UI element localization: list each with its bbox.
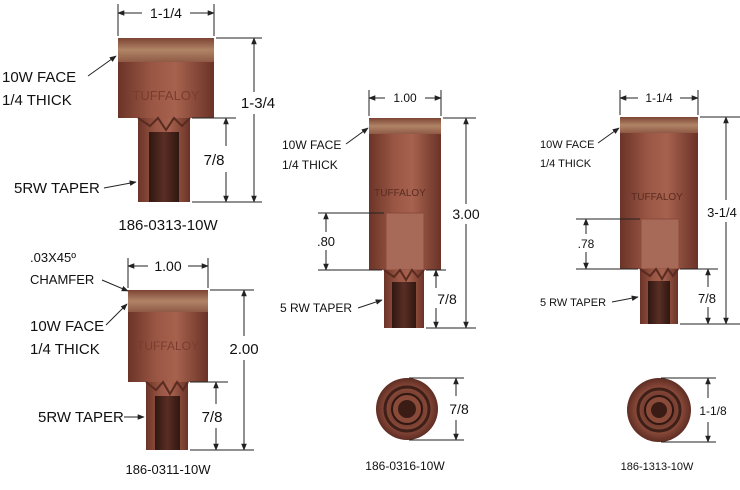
taper-dimension: 7/8 [437,291,457,307]
width-dimension: 1-1/4 [645,91,673,105]
end-view [376,378,438,440]
taper-dimension: 7/8 [204,152,225,169]
part-186-0316-10w: TUFFALOY 1.00 3.00 .80 7/8 10W FACE 1/4 … [280,90,480,473]
width-dimension: 1-1/4 [150,5,182,21]
electrode-body: TUFFALOY [118,38,214,202]
part-number: 186-0311-10W [125,462,211,477]
height-dimension: 3-1/4 [707,205,737,220]
taper-label: 5RW TAPER [14,180,100,197]
height-dimension: 1-3/4 [241,95,275,112]
part-186-1313-10w: TUFFALOY 1-1/4 3-1/4 .78 7/8 10W FACE 1/… [540,90,740,473]
face-label-line-2: 1/4 THICK [540,158,592,170]
insert-dimension: .80 [317,234,335,249]
face-label-line-1: 10W FACE [540,139,594,151]
diameter-dimension: 1-1/8 [699,404,727,418]
height-dimension: 2.00 [229,341,258,358]
part-number: 186-0316-10W [365,459,445,473]
part-186-0311-10w: TUFFALOY 1.00 2.00 7/8 .03X45º CHAMFER 1… [30,250,259,477]
brand-mark: TUFFALOY [374,188,426,199]
taper-label: 5 RW TAPER [280,301,352,315]
insert-dimension: .78 [578,237,595,251]
face-label-line-2: 1/4 THICK [2,92,72,109]
electrode-body: TUFFALOY [369,118,441,328]
height-dimension: 3.00 [452,206,479,222]
face-label-line-1: 10W FACE [2,69,76,86]
brand-mark: TUFFALOY [631,192,683,203]
electrode-body: TUFFALOY [128,290,208,450]
part-number: 186-1313-10W [621,461,694,473]
face-label-line-1: 10W FACE [282,138,341,152]
electrode-body: TUFFALOY [620,117,698,324]
chamfer-label-line-2: CHAMFER [30,272,94,287]
taper-label: 5RW TAPER [38,409,124,426]
face-label-line-2: 1/4 THICK [30,341,100,358]
brand-mark: TUFFALOY [137,339,199,353]
part-186-0313-10w: TUFFALOY 1-1/4 1-3/4 7/8 10W FACE 1/4 TH… [2,4,275,234]
diameter-dimension: 7/8 [449,401,469,417]
brand-mark: TUFFALOY [132,88,200,103]
width-dimension: 1.00 [393,91,417,105]
face-label-line-1: 10W FACE [30,318,104,335]
taper-dimension: 7/8 [202,409,223,426]
face-label-line-2: 1/4 THICK [282,158,338,172]
taper-label: 5 RW TAPER [540,297,606,309]
width-dimension: 1.00 [154,258,181,274]
part-number: 186-0313-10W [118,217,218,234]
end-view [627,378,691,442]
chamfer-label-line-1: .03X45º [30,250,76,265]
taper-dimension: 7/8 [698,291,716,306]
